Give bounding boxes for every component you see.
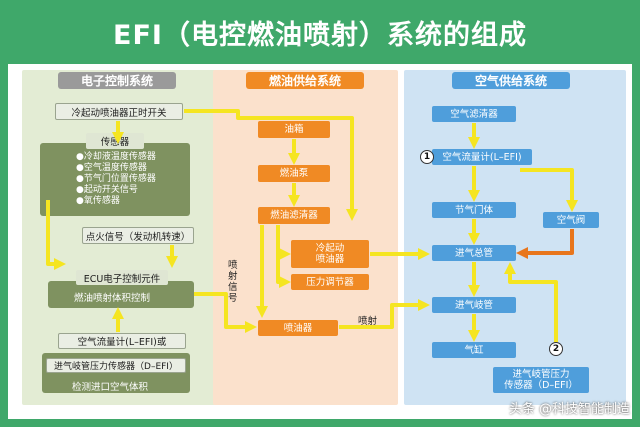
sensor-group: 传感器 ●冷却液温度传感器 ●空气温度传感器 ●节气门位置传感器 ●起动开关信号…: [40, 133, 190, 216]
map-sensor-d-efi-label: 进气岐管压力传感器（D–EFI）: [46, 358, 186, 373]
header-air-supply: 空气供给系统: [452, 72, 570, 89]
fuel-injector: 喷油器: [258, 320, 338, 336]
arrow-ecu-to-injector: [194, 292, 257, 333]
injection-signal-label: 喷射信号: [228, 260, 238, 304]
badge-2: 2: [549, 342, 563, 356]
throttle-body: 节气门体: [432, 202, 516, 218]
arrow-switch-to-cold-injector: [184, 109, 358, 221]
cold-start-timing-switch: 冷起动喷油器正时开关: [55, 103, 183, 120]
detect-intake-volume: 检测进口空气体积: [72, 382, 149, 393]
ecu-group: ECU电子控制元件 燃油喷射体积控制: [48, 270, 194, 308]
cold-start-injector: 冷起动 喷油器: [291, 240, 369, 268]
air-valve: 空气阀: [543, 212, 599, 228]
air-filter: 空气滤清器: [432, 106, 516, 122]
sensor-coolant-temp: ●冷却液温度传感器: [76, 152, 156, 162]
sensor-list: ●冷却液温度传感器 ●空气温度传感器 ●节气门位置传感器 ●起动开关信号 ●氧传…: [76, 152, 156, 207]
airflow-meter-l-efi: 空气流量计(L–EFI): [432, 149, 532, 165]
watermark: 头条 @科技智能制造: [508, 402, 630, 417]
injection-label: 喷射: [358, 316, 378, 327]
intake-manifold: 进气岐管: [432, 297, 516, 313]
arrow-injector-to-manifold: [339, 299, 430, 329]
ignition-signal-box: 点火信号（发动机转速）: [82, 227, 194, 244]
sensor-throttle-position: ●节气门位置传感器: [76, 174, 156, 184]
airflow-meter-or-label: 空气流量计(L–EFI)或: [58, 333, 186, 349]
ecu-function: 燃油喷射体积控制: [74, 293, 151, 304]
intake-detection-group: 进气岐管压力传感器（D–EFI） 检测进口空气体积: [42, 353, 190, 393]
map-sensor-d-efi: 进气岐管压力 传感器（D–EFI）: [493, 367, 589, 393]
header-electronic-control: 电子控制系统: [58, 72, 176, 89]
arrow-valve-to-intake: [516, 229, 574, 259]
sensor-starter-signal: ●起动开关信号: [76, 185, 138, 195]
badge-1: 1: [420, 150, 434, 164]
arrow-filter-to-cold-injector: [276, 225, 291, 260]
page-title: EFI（电控燃油喷射）系统的组成: [113, 19, 527, 51]
fuel-pump: 燃油泵: [258, 165, 330, 182]
arrow-sensors-to-ecu: [46, 200, 66, 270]
fuel-tank: 油箱: [258, 121, 330, 138]
ecu-title: ECU电子控制元件: [76, 270, 168, 285]
arrow-sensor-to-intake: [504, 262, 558, 342]
arrow-airflow-to-valve: [520, 168, 578, 212]
pressure-regulator: 压力调节器: [291, 274, 369, 290]
sensor-oxygen: ●氧传感器: [76, 196, 120, 206]
arrow-filter-to-regulator: [276, 254, 291, 288]
intake-main-pipe: 进气总管: [432, 245, 516, 261]
sensor-air-temp: ●空气温度传感器: [76, 163, 147, 173]
fuel-filter: 燃油滤清器: [258, 207, 330, 224]
header-fuel-supply: 燃油供给系统: [246, 72, 364, 89]
cylinder: 气缸: [432, 342, 516, 358]
